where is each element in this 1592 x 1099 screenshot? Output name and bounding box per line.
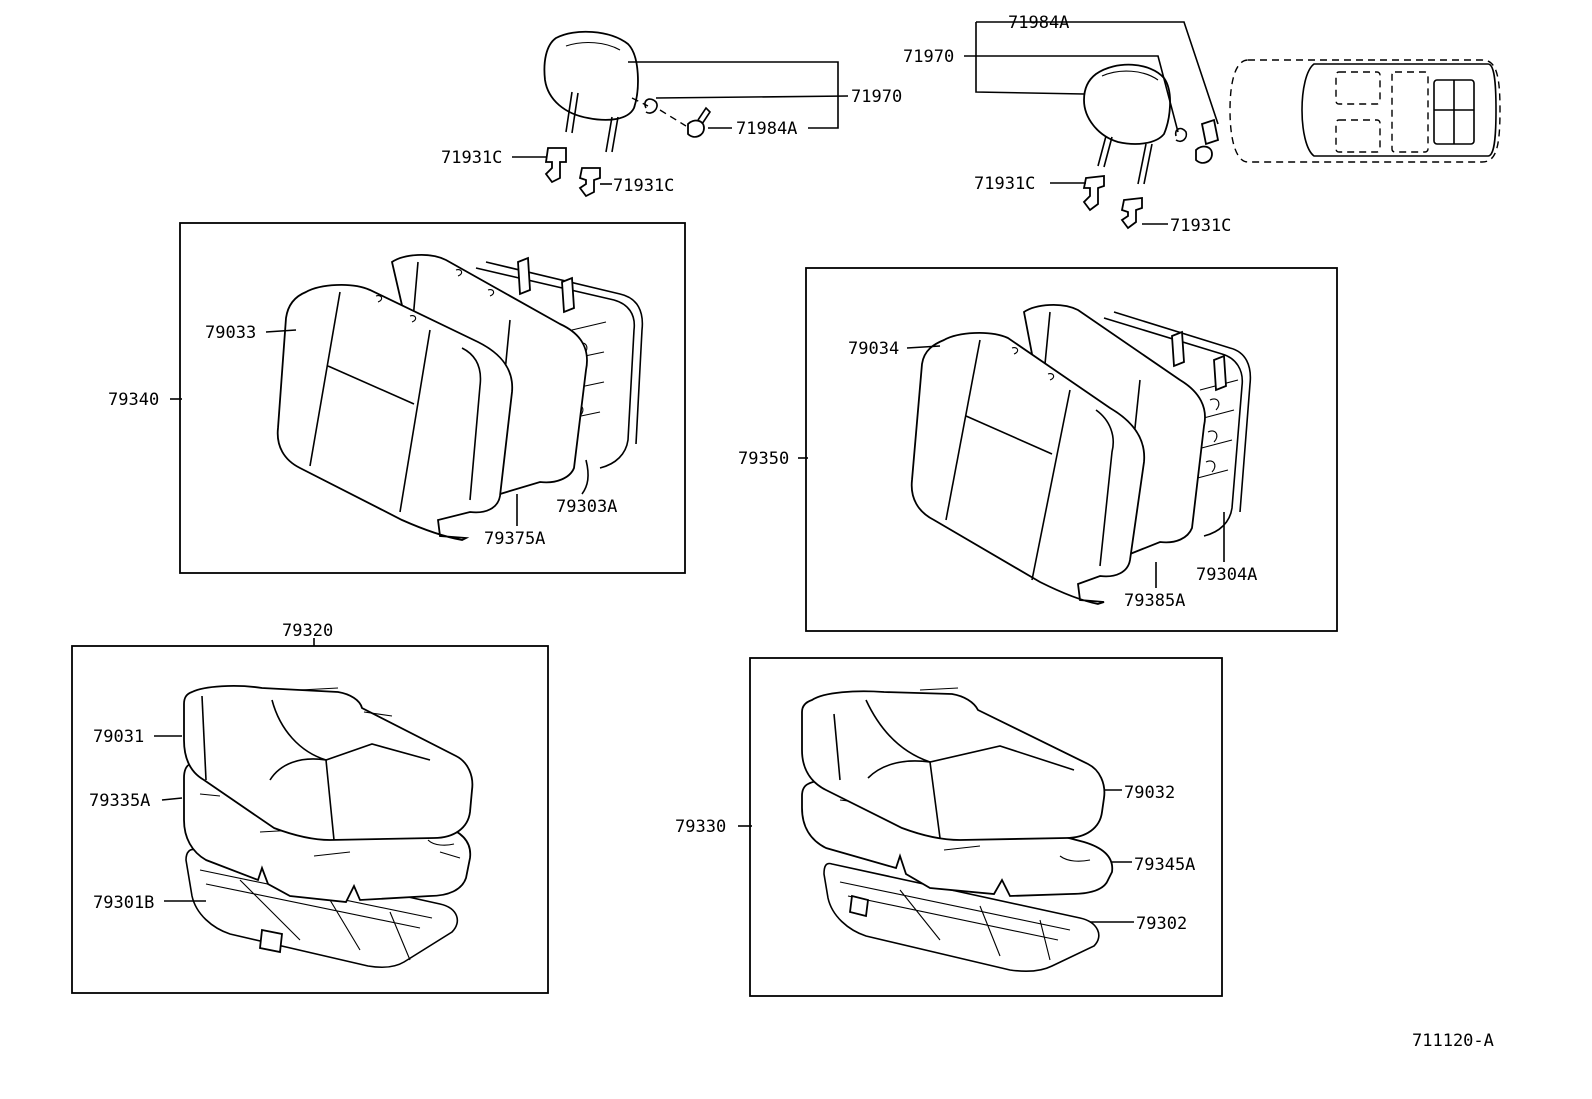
label-back-frame-right: 79304A — [1196, 565, 1257, 585]
label-cushion-frame-right: 79302 — [1136, 914, 1187, 934]
label-cushion-assy-left: 79320 — [282, 621, 333, 641]
label-hr-clip-left: 71970 — [851, 87, 902, 107]
label-hr-clip-right: 71970 — [903, 47, 954, 67]
cushion-left-cover — [183, 685, 474, 841]
seat-back-left-cover — [276, 284, 514, 541]
label-hr-lock-right: 71984A — [1008, 13, 1069, 33]
headrest-right — [1083, 63, 1171, 185]
headrest-lock-left — [659, 106, 712, 138]
seat-back-right-frame — [1103, 311, 1252, 537]
headrest-support-left-b — [578, 167, 601, 198]
cushion-right-cover — [801, 687, 1106, 841]
headrest-clip-right — [1174, 127, 1188, 143]
label-hr-support-left-a: 71931C — [441, 148, 502, 168]
label-cushion-pad-right: 79345A — [1134, 855, 1195, 875]
cushion-right-frame — [823, 862, 1100, 972]
label-hr-support-left-b: 71931C — [613, 176, 674, 196]
seat-back-right-cover — [910, 332, 1146, 605]
headrest-support-right-b — [1120, 196, 1143, 230]
label-back-frame-left: 79303A — [556, 497, 617, 517]
label-cushion-cover-left: 79031 — [93, 727, 144, 747]
label-back-assy-left: 79340 — [108, 390, 159, 410]
label-back-assy-right: 79350 — [738, 449, 789, 469]
seat-back-left-frame — [475, 256, 644, 469]
label-hr-support-right-b: 71931C — [1170, 216, 1231, 236]
cushion-left-box — [71, 645, 549, 994]
headrest-clip-left — [631, 97, 658, 114]
label-back-cover-left: 79033 — [205, 323, 256, 343]
headrest-support-right-a — [1082, 174, 1105, 212]
label-back-cover-right: 79034 — [848, 339, 899, 359]
headrest-left — [543, 30, 639, 153]
label-back-pad-left: 79375A — [484, 529, 545, 549]
headrest-support-left-a — [544, 147, 567, 184]
label-cushion-pad-left: 79335A — [89, 791, 150, 811]
label-cushion-assy-right: 79330 — [675, 817, 726, 837]
cushion-right-box — [749, 657, 1223, 997]
label-back-pad-right: 79385A — [1124, 591, 1185, 611]
seat-back-right-box — [805, 267, 1338, 632]
label-hr-lock-left: 71984A — [736, 119, 797, 139]
label-cushion-frame-left: 79301B — [93, 893, 154, 913]
label-cushion-cover-right: 79032 — [1124, 783, 1175, 803]
headrest-lock-right — [1195, 118, 1220, 164]
vehicle-locator-icon — [1229, 59, 1501, 163]
seat-back-left-box — [179, 222, 686, 574]
figure-code: 711120-A — [1412, 1031, 1494, 1051]
label-hr-support-right-a: 71931C — [974, 174, 1035, 194]
